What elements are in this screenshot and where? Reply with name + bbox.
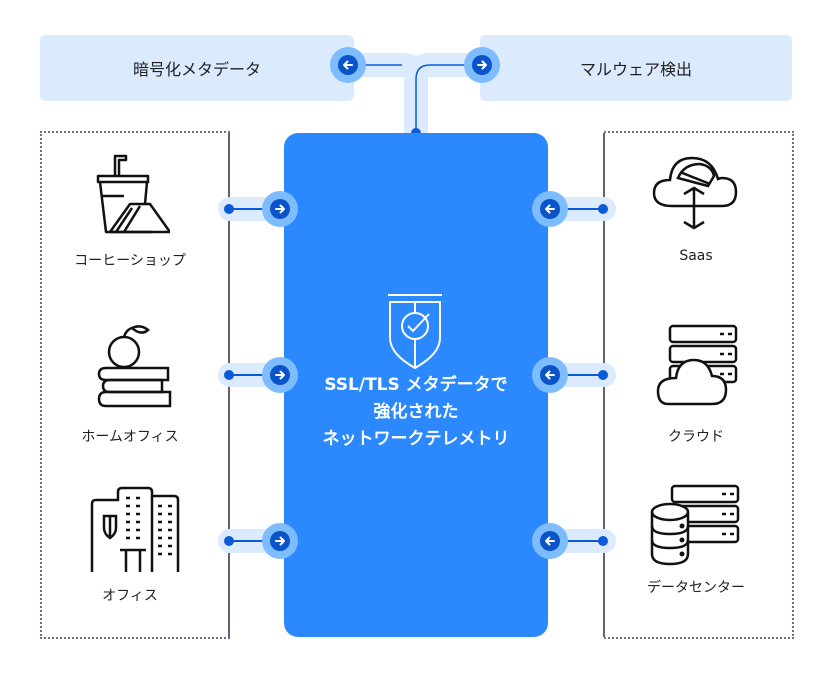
arrow-right-icon — [275, 370, 285, 380]
source-label-data-center: データセンター — [647, 580, 745, 596]
arrow-button — [532, 191, 568, 227]
top-left-arrow-button — [330, 47, 366, 83]
home-office-icon — [97, 325, 172, 408]
arrow-left-icon — [545, 370, 555, 380]
office-building-icon — [90, 486, 180, 572]
source-label-coffee-shop: コーヒーショップ — [74, 253, 186, 269]
source-label-cloud: クラウド — [668, 429, 724, 445]
connector-dot — [598, 370, 608, 380]
left-sources-panel — [40, 131, 230, 639]
source-label-home-office: ホームオフィス — [81, 429, 179, 445]
center-title-line-1: SSL/TLS メタデータで — [324, 375, 508, 395]
arrow-button — [532, 523, 568, 559]
cloud-server-icon — [656, 324, 738, 406]
center-title-line-3: ネットワークテレメトリ — [322, 429, 510, 449]
arrow-left-icon — [545, 536, 555, 546]
saas-cloud-icon — [652, 156, 738, 230]
arrow-left-icon — [545, 204, 555, 214]
telemetry-center-box — [284, 133, 548, 637]
arrow-right-icon — [275, 536, 285, 546]
arrow-button — [262, 357, 298, 393]
connector-dot — [598, 204, 608, 214]
malware-detection-box: マルウェア検出 — [480, 35, 792, 101]
encrypted-metadata-box: 暗号化メタデータ — [40, 35, 354, 101]
connector-dot — [598, 536, 608, 546]
right-sources-panel — [604, 131, 794, 639]
center-title-line-2: 強化された — [373, 402, 459, 422]
connector-dot — [224, 536, 234, 546]
connector-dot — [224, 370, 234, 380]
arrow-right-icon — [275, 204, 285, 214]
source-label-saas: Saas — [679, 248, 713, 264]
connector-dot — [224, 204, 234, 214]
source-label-office: オフィス — [102, 588, 158, 604]
shield-check-icon — [388, 294, 442, 370]
arrow-button — [532, 357, 568, 393]
arrow-right-icon — [477, 60, 487, 70]
top-right-arrow-button — [464, 47, 500, 83]
encrypted-metadata-label: 暗号化メタデータ — [132, 60, 261, 79]
data-center-icon — [650, 484, 740, 566]
arrow-button — [262, 523, 298, 559]
arrow-button — [262, 191, 298, 227]
center-title: SSL/TLS メタデータで 強化された ネットワークテレメトリ — [284, 372, 548, 453]
malware-detection-label: マルウェア検出 — [579, 60, 692, 79]
coffee-shop-icon — [96, 154, 170, 234]
arrow-left-icon — [343, 60, 353, 70]
